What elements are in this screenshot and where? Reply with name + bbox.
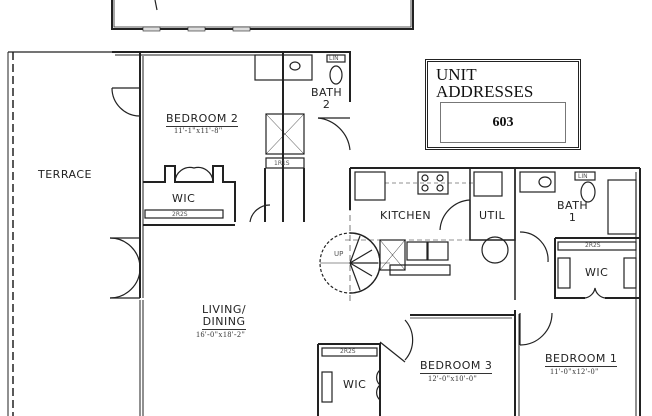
room-label-wic-bedroom2: WIC — [172, 192, 196, 205]
bath2-line2: 2 — [322, 98, 331, 111]
room-label-wic-bedroom3: WIC — [343, 378, 367, 391]
bath1-line1: BATH — [557, 199, 589, 212]
room-label-bath1: BATH 1 — [557, 200, 588, 224]
room-label-wic-bedroom1: WIC — [585, 266, 609, 279]
room-label-bedroom2: BEDROOM 2 — [166, 112, 239, 127]
shelf-label-2r2s-wic3: 2R2S — [340, 348, 356, 355]
unit-addresses-title: UNIT ADDRESSES — [436, 66, 533, 100]
unit-address-value: 603 — [440, 102, 566, 143]
bath2-line1: BATH — [311, 86, 343, 99]
room-label-living-dining: LIVING/ DINING — [202, 303, 247, 330]
linen-label: LIN — [329, 55, 339, 62]
unit-addresses-box: UNIT ADDRESSES 603 — [425, 59, 581, 150]
living-line2: DINING — [202, 315, 247, 330]
living-line1: LIVING/ — [202, 303, 247, 316]
linen-label-bath1: LIN — [578, 173, 588, 180]
room-label-terrace: TERRACE — [38, 168, 92, 181]
room-dims-living: 16'-0"x18'-2" — [196, 330, 246, 339]
room-label-util: UTIL — [479, 209, 506, 222]
bath1-line2: 1 — [568, 211, 577, 224]
unit-addresses-title-line1: UNIT — [436, 65, 477, 84]
unit-addresses-title-line2: ADDRESSES — [436, 82, 534, 101]
room-label-bath2: BATH 2 — [311, 87, 342, 111]
shelf-label-2r2s-wic1: 2R2S — [585, 242, 601, 249]
room-dims-bedroom1: 11'-0"x12'-0" — [550, 367, 599, 376]
room-label-bedroom3: BEDROOM 3 — [420, 359, 493, 374]
shelf-label-1r1s-bath2: 1R1S — [274, 160, 290, 167]
room-dims-bedroom2: 11'-1"x11'-8" — [174, 126, 223, 135]
room-label-bedroom1: BEDROOM 1 — [545, 352, 618, 367]
shelf-label-2r2s-wic2: 2R2S — [172, 211, 188, 218]
room-label-kitchen: KITCHEN — [380, 209, 432, 222]
stairs-up-label: UP — [334, 250, 344, 258]
room-dims-bedroom3: 12'-0"x10'-0" — [428, 374, 478, 383]
